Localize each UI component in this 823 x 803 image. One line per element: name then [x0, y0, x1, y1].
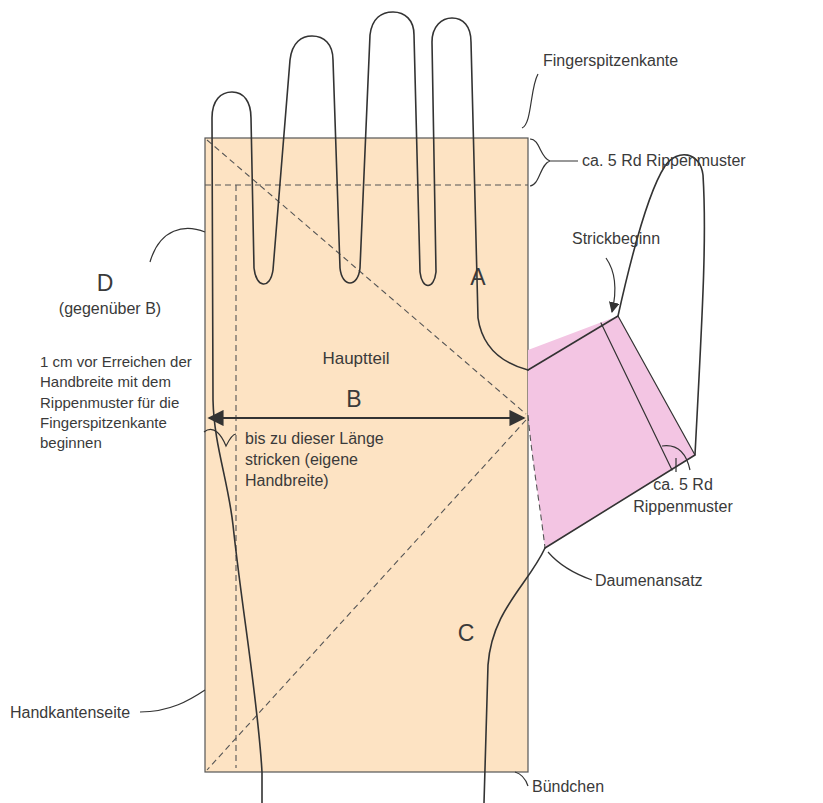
callout-label: Handkantenseite — [10, 702, 150, 724]
callout-label: ca. 5 Rd Rippenmuster — [618, 474, 748, 517]
hand-outline — [212, 12, 704, 803]
leader-line — [140, 690, 205, 712]
width-arrow — [209, 417, 524, 419]
leader-line — [150, 228, 205, 262]
section-letter: B — [334, 385, 374, 415]
section-letter: C — [446, 619, 486, 649]
palm-contour — [484, 548, 545, 803]
thumb-base-line — [528, 415, 545, 548]
bracket — [530, 139, 578, 186]
start-arrow — [606, 258, 615, 312]
callout-label: 1 cm vor Erreichen der Handbreite mit de… — [40, 352, 202, 453]
dashed-lines — [205, 140, 545, 770]
main-piece-area: A HauptteilBbis zu dieser Länge stricken … — [205, 138, 528, 772]
callout-label: Daumenansatz — [595, 570, 745, 592]
callout-label: ca. 5 Rd Rippenmuster — [582, 150, 812, 172]
diagonal-line — [207, 140, 526, 414]
rib-line — [235, 185, 236, 768]
callout-label: (gegenüber B) — [40, 298, 180, 320]
callout-label: Fingerspitzenkante — [543, 50, 733, 72]
hand-contour — [212, 12, 528, 803]
leader-line — [522, 74, 538, 128]
section-letter: A — [458, 263, 498, 293]
leader-line — [204, 429, 236, 446]
section-letter: D — [60, 268, 150, 299]
diagonal-line — [207, 420, 526, 770]
thumb-rib-line — [601, 323, 672, 470]
callout-label: Strickbeginn — [572, 228, 702, 250]
bracket — [662, 446, 690, 472]
rib-line — [205, 184, 528, 185]
callout-label: Bündchen — [532, 776, 652, 798]
leader-lines — [140, 74, 690, 786]
piece-label: Hauptteil — [296, 348, 416, 370]
thumb-edge — [618, 316, 695, 455]
piece-label: bis zu dieser Länge stricken (eigene Han… — [245, 429, 400, 491]
leader-line — [515, 772, 528, 786]
leader-line — [548, 552, 592, 580]
